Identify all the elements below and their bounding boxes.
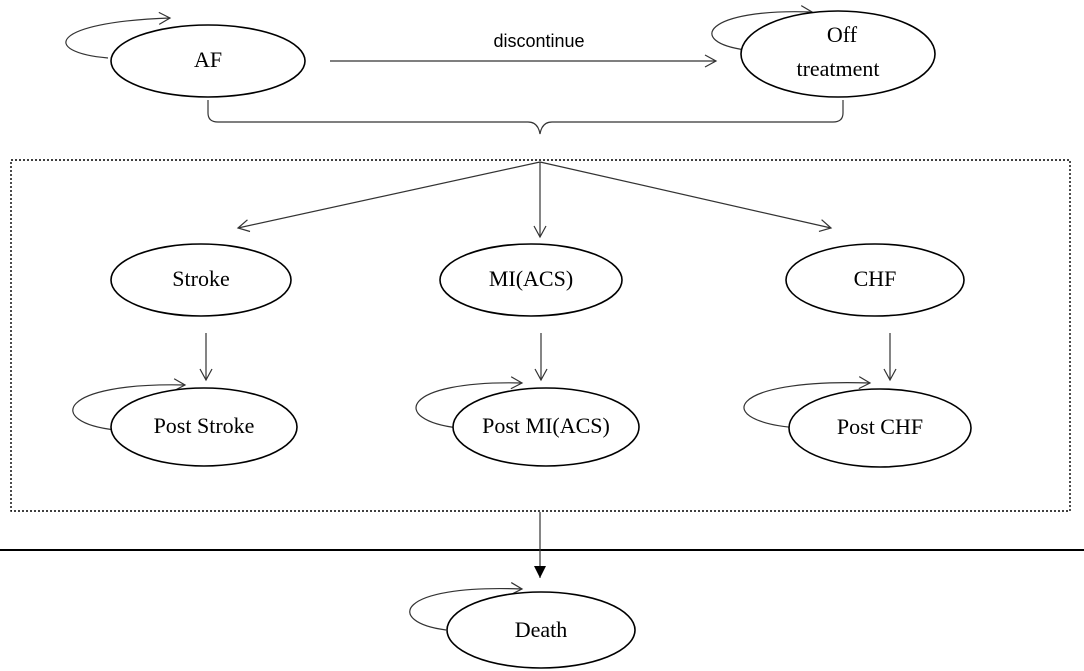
arrow-to-stroke [236,161,541,233]
chf-state-label: CHF [854,266,897,291]
merge-brace [207,100,844,135]
death-state-label: Death [515,617,568,642]
stroke-state-label: Stroke [172,266,229,291]
mi-state [439,243,623,317]
death-self-loop [409,582,524,631]
death-state [446,591,636,669]
post-chf-self-loop [743,376,872,429]
event-states-region [10,159,1071,512]
post-mi-self-loop [415,376,524,429]
af-state [110,24,306,98]
arrow-to-chf [539,161,833,232]
off-treatment-label-line2: treatment [796,56,879,81]
post-mi-state [452,387,640,467]
discontinue-label: discontinue [493,31,584,51]
af-state-label: AF [194,47,222,72]
off-treatment-label-line1: Off [827,22,858,47]
post-chf-label: Post CHF [837,414,923,439]
mi-state-label: MI(ACS) [489,266,573,291]
af-self-loop [65,11,172,59]
post-mi-label: Post MI(ACS) [482,413,610,438]
post-chf-state [788,388,972,468]
post-stroke-self-loop [72,378,187,431]
off-treatment-state [740,10,936,98]
post-stroke-label: Post Stroke [154,413,255,438]
post-stroke-state [110,387,298,467]
stroke-state [110,243,292,317]
chf-state [785,243,965,317]
off-treatment-self-loop [711,5,814,51]
